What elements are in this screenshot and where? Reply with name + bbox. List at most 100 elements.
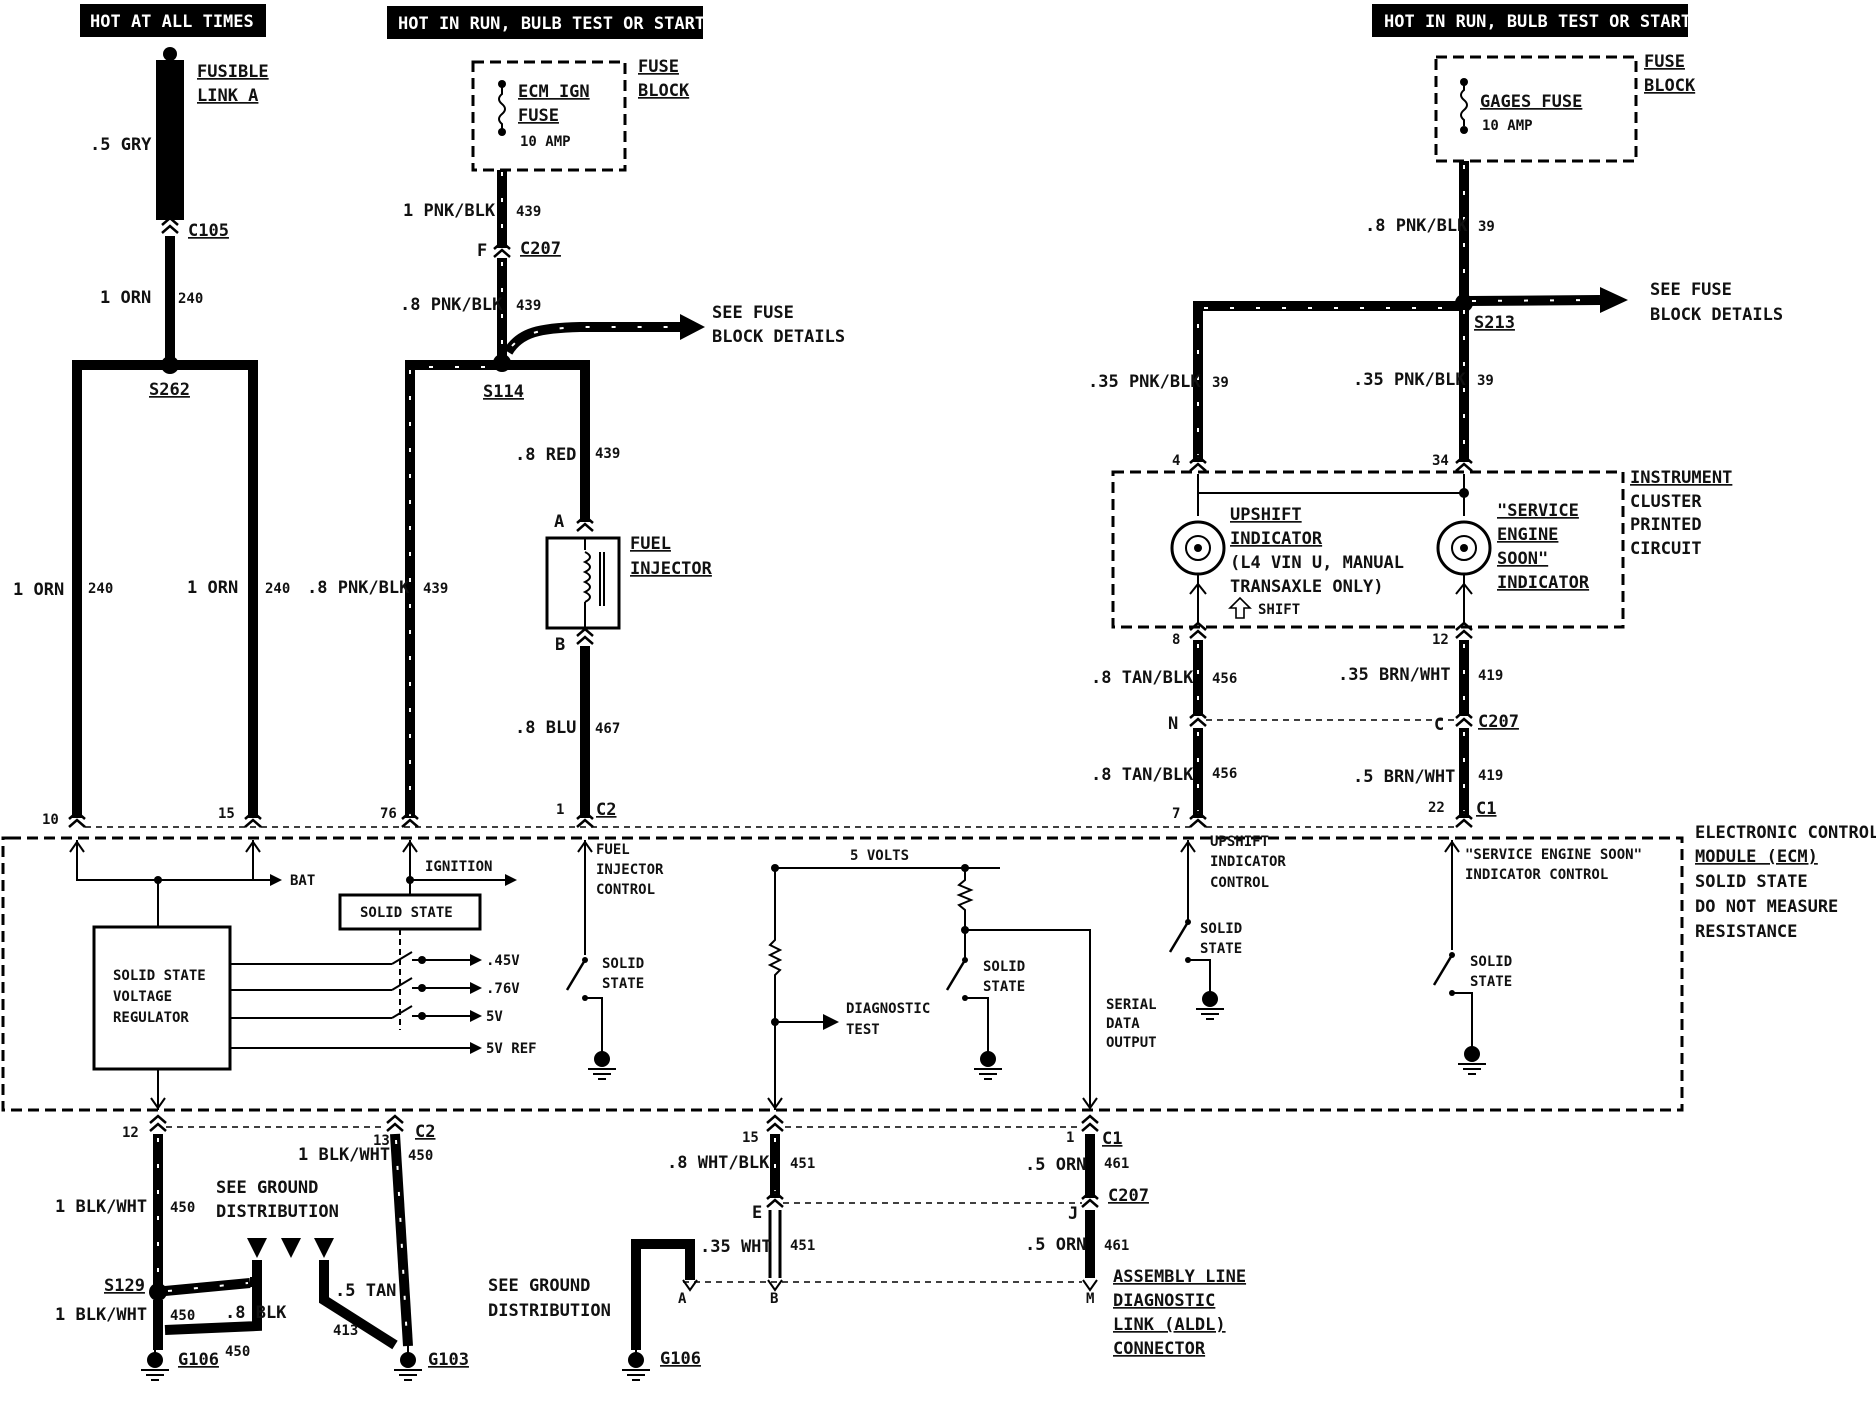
label-s114: S114 — [483, 382, 524, 402]
label-461a: 461 — [1104, 1156, 1129, 1172]
label-240: 240 — [178, 291, 203, 307]
label-see-fuse-right-1: SEE FUSE — [1650, 280, 1732, 300]
label-blu8: .8 BLU — [515, 718, 576, 738]
pullup-resistor — [956, 868, 974, 930]
svg-text:DO NOT MEASURE: DO NOT MEASURE — [1695, 897, 1838, 917]
label-wht35: .35 WHT — [700, 1237, 772, 1257]
label-reg1: SOLID STATE — [113, 968, 206, 984]
label-456a: 456 — [1212, 671, 1237, 687]
svg-text:INJECTOR: INJECTOR — [630, 559, 713, 579]
label-461b: 461 — [1104, 1238, 1129, 1254]
label-g106-left: G106 — [178, 1350, 219, 1370]
label-c207-bot: C207 — [1108, 1186, 1149, 1206]
svg-text:UPSHIFT: UPSHIFT — [1230, 505, 1302, 525]
svg-text:FUEL: FUEL — [630, 534, 671, 554]
wire-blk-g106 — [164, 1260, 262, 1335]
wire-fuse-details-right — [1467, 295, 1601, 306]
label-diag1: DIAGNOSTIC — [846, 1001, 930, 1017]
label-aldl-1: ASSEMBLY LINE — [1113, 1267, 1246, 1287]
ecm-bat-line — [76, 840, 270, 881]
label-pnk8r: .8 PNK/BLK — [1365, 216, 1468, 236]
label-g106-right: G106 — [660, 1349, 701, 1369]
pin-22: 22 — [1428, 800, 1445, 816]
label-c2-bot: C2 — [415, 1122, 435, 1142]
diag-ground-icon — [973, 1044, 1003, 1080]
label-451b: 451 — [790, 1238, 815, 1254]
label-450a: 450 — [170, 1200, 195, 1216]
svg-text:5V REF: 5V REF — [486, 1041, 537, 1057]
label-see-fuse-right-2: BLOCK DETAILS — [1650, 305, 1783, 325]
wire-blk-s129 — [164, 1278, 251, 1296]
wire-413 — [319, 1260, 398, 1350]
injector-ground-icon — [587, 1044, 617, 1080]
label-c2-top: C2 — [596, 800, 616, 820]
label-brn35: .35 BRN/WHT — [1338, 665, 1451, 685]
svg-text:BLOCK: BLOCK — [638, 81, 690, 101]
label-sesc2: INDICATOR CONTROL — [1465, 867, 1608, 883]
label-orn-l: 1 ORN — [13, 580, 64, 600]
label-serial3: OUTPUT — [1106, 1035, 1157, 1051]
label-upc1: UPSHIFT — [1210, 834, 1269, 850]
label-ss-a1: SOLID — [602, 956, 644, 972]
label-orn: 1 ORN — [100, 288, 151, 308]
label-see-ground-2: DISTRIBUTION — [216, 1202, 339, 1222]
connector-pin-15b — [765, 1114, 785, 1133]
label-aldl-4: CONNECTOR — [1113, 1339, 1206, 1359]
label-c207-right: C207 — [1478, 712, 1519, 732]
label-39b: 39 — [1212, 375, 1229, 391]
label-450b: 450 — [408, 1148, 433, 1164]
header-hot-in-run-mid: HOT IN RUN, BULB TEST OR START — [387, 6, 705, 39]
label-blkwht-b: 1 BLK/WHT — [298, 1145, 390, 1165]
label-pnk35-l: .35 PNK/BLK — [1088, 372, 1201, 392]
pin-15: 15 — [218, 806, 235, 822]
upshift-ground-icon — [1195, 984, 1225, 1020]
label-450d: 450 — [225, 1344, 250, 1360]
label-blk8: .8 BLK — [225, 1303, 287, 1323]
fuse-block-gages: GAGES FUSE 10 AMP FUSE BLOCK — [1434, 52, 1696, 163]
label-450c: 450 — [170, 1308, 195, 1324]
label-419b: 419 — [1478, 768, 1503, 784]
label-upc3: CONTROL — [1210, 875, 1269, 891]
label-diag2: TEST — [846, 1022, 880, 1038]
pin-aldl-m: M — [1086, 1291, 1094, 1307]
svg-text:LINK A: LINK A — [197, 86, 258, 106]
svg-text:FUSIBLE: FUSIBLE — [197, 62, 269, 82]
label-tan8-b: .8 TAN/BLK — [1091, 765, 1194, 785]
label-439d: 439 — [423, 581, 448, 597]
label-see-ground-4: DISTRIBUTION — [488, 1301, 611, 1321]
serial-data-line — [965, 929, 1091, 1110]
ground-ref-arrow-2-icon — [281, 1238, 301, 1258]
pin-12b: 12 — [122, 1125, 139, 1141]
wire-39-left — [1193, 301, 1464, 462]
label-reg3: REGULATOR — [113, 1010, 189, 1026]
label-orn5-a: .5 ORN — [1025, 1155, 1086, 1175]
connector-pin-8 — [1188, 621, 1208, 640]
connector-pin-12b — [148, 1114, 168, 1133]
label-467: 467 — [595, 721, 620, 737]
pin-j: J — [1068, 1204, 1078, 1224]
label-451a: 451 — [790, 1156, 815, 1172]
pin-injector-a: A — [554, 512, 564, 532]
label-s129: S129 — [104, 1276, 145, 1296]
ecm-module: ELECTRONIC CONTROL MODULE (ECM) SOLID ST… — [1, 823, 1876, 1112]
instrument-cluster: INSTRUMENT CLUSTER PRINTED CIRCUIT UPSHI… — [1111, 468, 1732, 629]
label-fic3: CONTROL — [596, 882, 655, 898]
label-s262: S262 — [149, 380, 190, 400]
svg-text:HOT IN RUN, BULB TEST OR START: HOT IN RUN, BULB TEST OR START — [1384, 12, 1691, 32]
label-fic2: INJECTOR — [596, 862, 664, 878]
svg-text:SOLID STATE: SOLID STATE — [1695, 872, 1808, 892]
pin-c: C — [1434, 715, 1444, 735]
label-39a: 39 — [1478, 219, 1495, 235]
svg-text:INDICATOR: INDICATOR — [1230, 529, 1323, 549]
label-brn5: .5 BRN/WHT — [1353, 767, 1455, 787]
fuel-injector: FUEL INJECTOR — [545, 534, 713, 630]
label-blkwht-c: 1 BLK/WHT — [55, 1305, 147, 1325]
pin-aldl-b: B — [770, 1291, 778, 1307]
pin-12: 12 — [1432, 632, 1449, 648]
upshift-arrow-icon — [1228, 596, 1252, 619]
connector-pin-13 — [385, 1114, 405, 1133]
svg-text:10 AMP: 10 AMP — [520, 134, 571, 150]
wire-aldl-ground — [631, 1239, 695, 1350]
label-blkwht-a: 1 BLK/WHT — [55, 1197, 147, 1217]
